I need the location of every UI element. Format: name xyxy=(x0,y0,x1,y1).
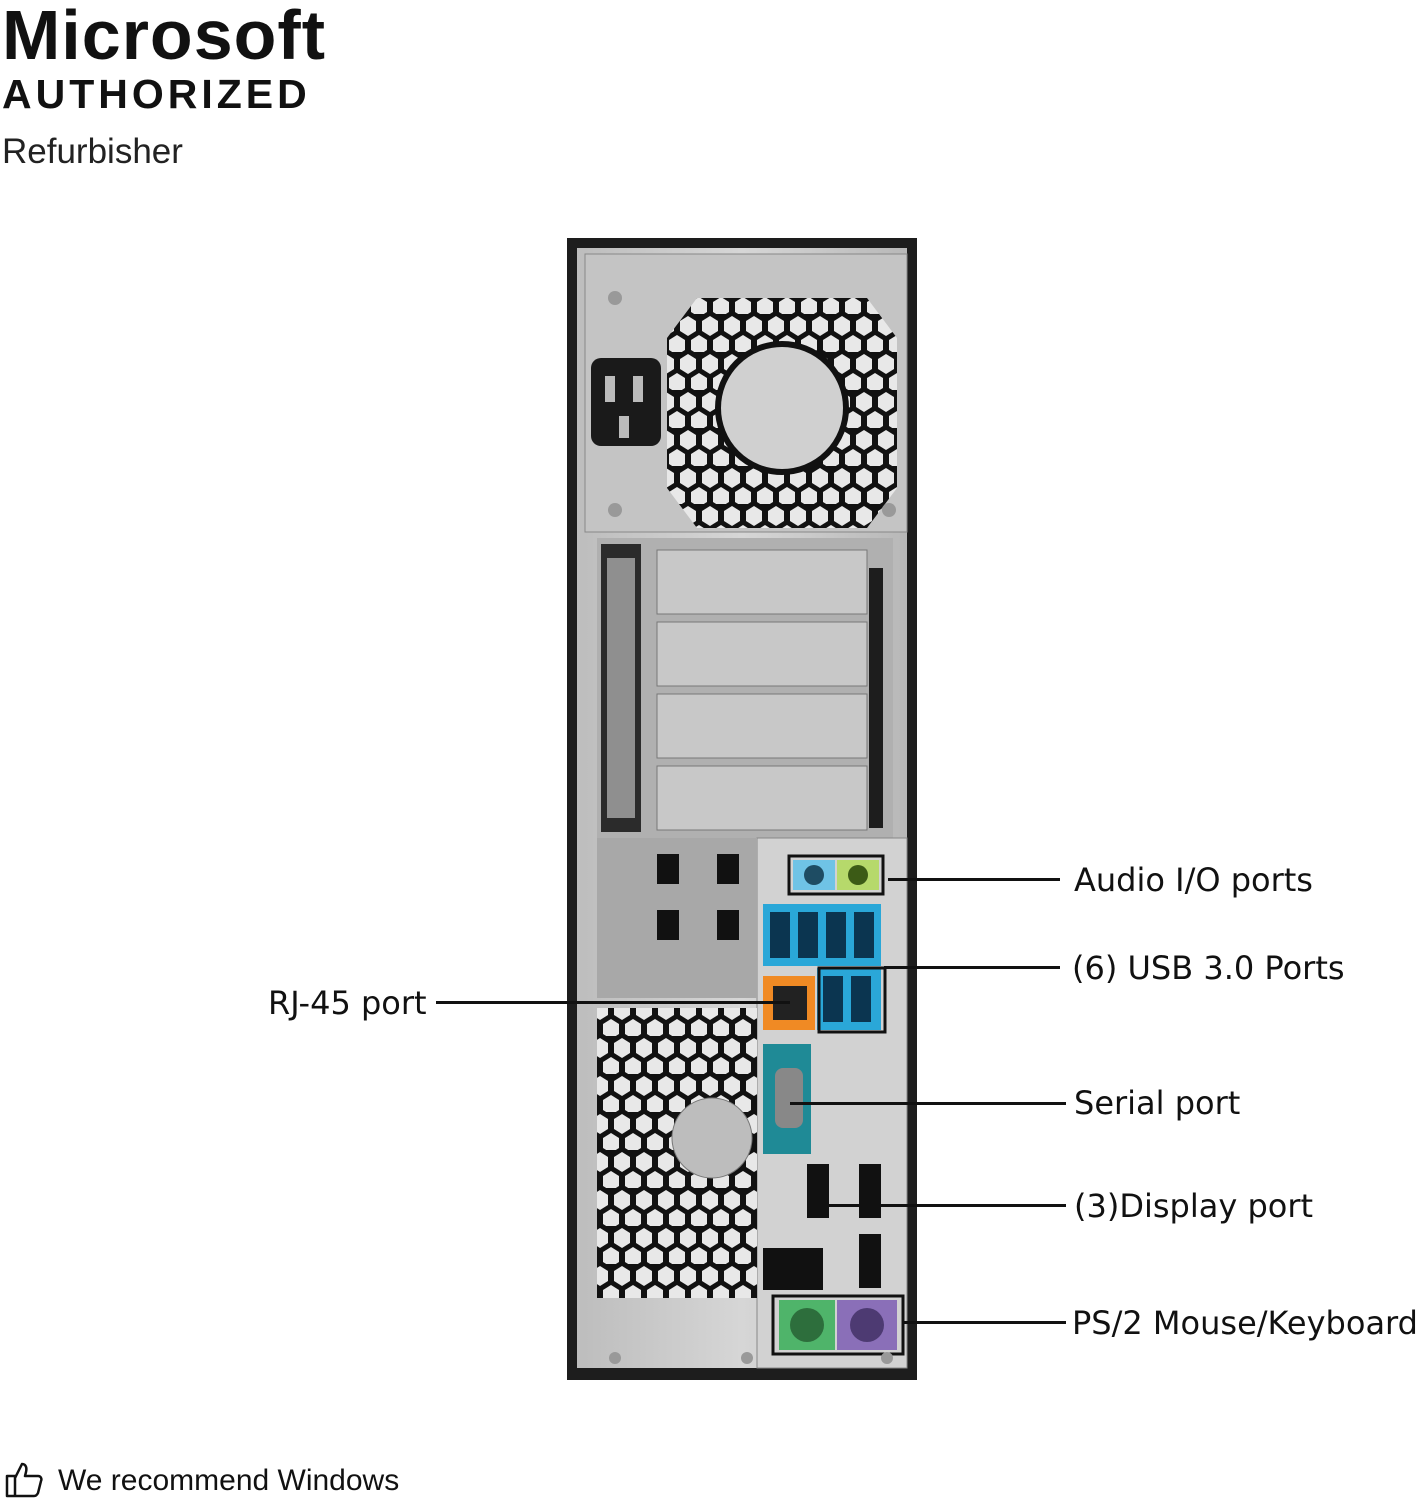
ps2-leader-line xyxy=(902,1321,1066,1324)
display-port-1 xyxy=(807,1164,829,1218)
microsoft-authorized-logo: Microsoft AUTHORIZED Refurbisher xyxy=(2,0,326,172)
footer-text: We recommend Windows xyxy=(58,1464,400,1497)
serial-leader-line xyxy=(790,1102,1066,1105)
display-port-label: (3)Display port xyxy=(1074,1187,1314,1225)
ps2-port-label: PS/2 Mouse/Keyboard xyxy=(1072,1304,1416,1342)
audio-ports-label: Audio I/O ports xyxy=(1074,861,1313,899)
usb-leader-line xyxy=(884,966,1060,969)
usb-ports-label: (6) USB 3.0 Ports xyxy=(1072,949,1345,987)
brand-refurbisher: Refurbisher xyxy=(2,132,183,171)
thumbs-up-icon xyxy=(4,1460,44,1502)
display-leader-line xyxy=(810,1204,1066,1207)
display-port-3 xyxy=(859,1234,881,1288)
footer-recommendation: We recommend Windows xyxy=(4,1460,399,1502)
display-port-2 xyxy=(859,1164,881,1218)
rj45-leader-line xyxy=(436,1001,790,1004)
rj45-port-label: RJ-45 port xyxy=(268,984,427,1022)
brand-authorized: AUTHORIZED xyxy=(2,71,311,117)
serial-port-label: Serial port xyxy=(1074,1084,1241,1122)
desktop-rear-panel-illustration xyxy=(567,238,917,1380)
brand-microsoft: Microsoft xyxy=(2,0,326,74)
audio-leader-line xyxy=(888,878,1060,881)
